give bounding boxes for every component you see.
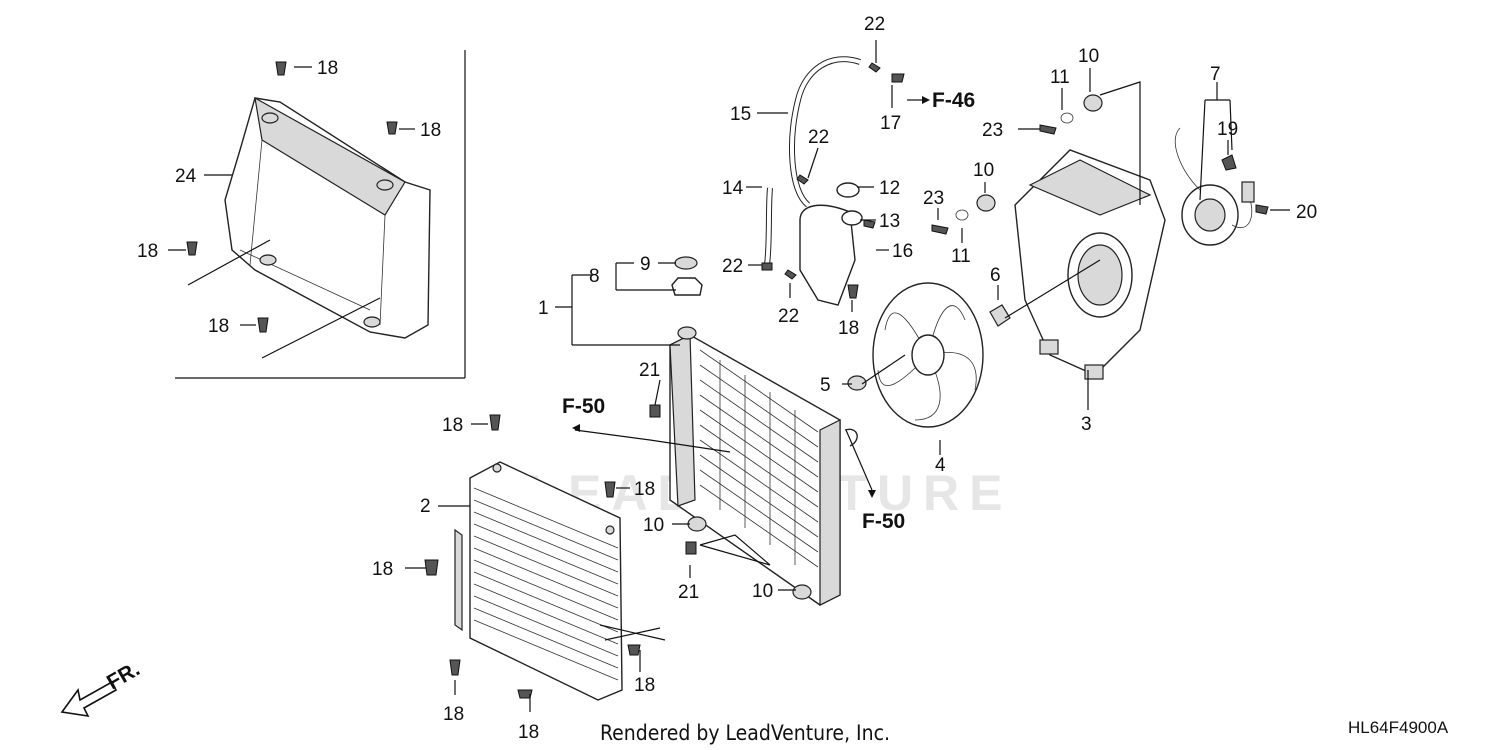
radiator-cap-seal (674, 256, 698, 270)
ref-f50-lower: F-50 (862, 510, 905, 533)
radiator-grille (454, 461, 623, 701)
callout-23-mid: 23 (923, 188, 944, 209)
callout-6: 6 (990, 265, 1001, 286)
callout-15: 15 (730, 104, 751, 125)
rendered-by-footer: Rendered by LeadVenture, Inc. (600, 721, 890, 745)
callout-18-shroud-bottom: 18 (208, 316, 229, 337)
callout-24: 24 (175, 166, 197, 187)
callout-5: 5 (820, 375, 831, 396)
callout-18-shroud-top: 18 (317, 58, 338, 79)
callout-11-mid: 11 (951, 246, 971, 267)
fan-bracket (989, 304, 1011, 327)
callout-18-grille-bottom-left: 18 (443, 704, 464, 725)
cooling-fan (872, 282, 984, 428)
callout-11-top: 11 (1050, 67, 1070, 88)
callout-18-reservoir: 18 (838, 318, 859, 339)
callout-16: 16 (892, 241, 913, 262)
callout-18-shroud-left: 18 (137, 241, 158, 262)
callout-18-grille-right: 18 (634, 479, 655, 500)
callouts: 1 2 3 4 5 6 7 8 9 10 10 10 10 11 11 12 1… (137, 14, 1317, 743)
reservoir-tank (799, 182, 863, 306)
callout-22-bottom: 22 (778, 306, 799, 327)
callout-18-shroud-right: 18 (420, 120, 441, 141)
callout-10-top: 10 (1078, 46, 1099, 67)
inset-frame (175, 50, 466, 379)
front-direction-arrow: FR. (60, 657, 144, 718)
diagram-code: HL64F4900A (1348, 718, 1449, 737)
callout-18-grille-bottom-right: 18 (634, 675, 655, 696)
radiator-cap (671, 277, 703, 296)
callout-18-grille-bottom: 18 (518, 722, 539, 743)
ref-f50-upper: F-50 (562, 395, 605, 418)
reservoir-cap (836, 182, 860, 198)
fan-motor (1174, 127, 1255, 246)
callout-1: 1 (538, 298, 549, 319)
callout-18-grille-top: 18 (442, 415, 463, 436)
callout-20: 20 (1296, 202, 1317, 223)
callout-22-hose: 22 (808, 127, 829, 148)
callout-19: 19 (1217, 119, 1238, 140)
fan-nut (847, 375, 867, 391)
callout-22-left: 22 (722, 256, 743, 277)
callout-14: 14 (722, 178, 744, 199)
reference-arrows (572, 96, 930, 498)
callout-10-mid: 10 (973, 160, 994, 181)
motor-clip (1221, 154, 1237, 171)
callout-12: 12 (879, 178, 900, 199)
callout-22-top: 22 (864, 14, 885, 35)
callout-17: 17 (880, 113, 901, 134)
overflow-hoses (764, 56, 861, 266)
callout-8: 8 (589, 266, 600, 287)
callout-23-top: 23 (982, 120, 1003, 141)
callout-7: 7 (1210, 64, 1221, 85)
callout-3: 3 (1081, 414, 1092, 435)
leader-lines (168, 40, 1290, 712)
callout-21-top: 21 (639, 360, 660, 381)
shroud (224, 96, 431, 339)
callout-18-grille-left: 18 (372, 559, 393, 580)
callout-4: 4 (935, 455, 946, 476)
ref-f46: F-46 (932, 89, 975, 112)
fasteners (186, 61, 1269, 699)
callout-21-bottom: 21 (678, 582, 699, 603)
fan-shroud (1014, 149, 1166, 380)
callout-9: 9 (640, 254, 651, 275)
callout-13: 13 (879, 211, 900, 232)
callout-10-radiator-bottom: 10 (752, 581, 773, 602)
callout-10-radiator-top: 10 (643, 515, 664, 536)
radiator-core (669, 326, 858, 606)
callout-2: 2 (420, 496, 431, 517)
